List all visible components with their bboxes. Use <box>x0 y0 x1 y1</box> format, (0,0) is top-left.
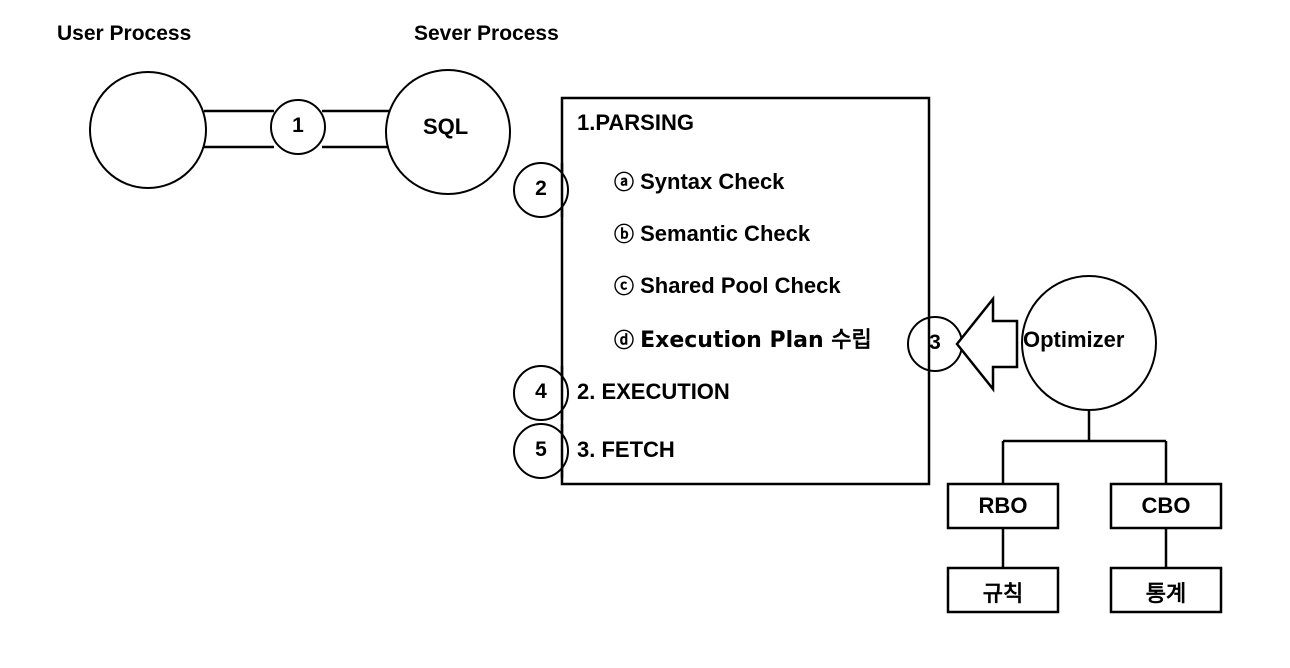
parsing-item-shared-pool-check: ⓒ Shared Pool Check <box>614 270 841 299</box>
rule-box <box>946 566 1060 614</box>
parsing-item-execution-plan: ⓓ Execution Plan 수립 <box>614 322 872 354</box>
step-circle-four <box>513 365 569 421</box>
statistics-box-label: 통계 <box>1145 582 1187 607</box>
parsing-item-syntax-check: ⓐ Syntax Check <box>614 166 784 195</box>
parsing-item-semantic-check-label: Semantic Check <box>640 221 811 246</box>
step-circle-three-label: 3 <box>929 331 941 354</box>
user-process-title: User Process <box>57 22 192 45</box>
optimizer-arrow-icon <box>955 295 1019 393</box>
marker-c-icon: ⓒ <box>614 276 634 298</box>
marker-d-icon: ⓓ <box>614 330 634 352</box>
parsing-item-execution-plan-label: Execution Plan 수립 <box>640 328 872 353</box>
cbo-box-label: CBO <box>1141 493 1191 518</box>
main-process-box <box>560 96 931 486</box>
parsing-item-semantic-check: ⓑ Semantic Check <box>614 218 810 247</box>
step-circle-one-label: 1 <box>292 114 304 137</box>
rbo-box-label: RBO <box>978 493 1028 518</box>
marker-b-icon: ⓑ <box>614 224 634 246</box>
step-circle-five-label: 5 <box>535 438 547 461</box>
marker-a-icon: ⓐ <box>614 172 634 194</box>
step-circle-five <box>513 423 569 479</box>
parsing-heading: 1.PARSING <box>577 110 694 135</box>
sql-circle-label: SQL <box>423 114 469 139</box>
step-circle-two <box>513 162 569 218</box>
step-circle-two-label: 2 <box>535 177 547 200</box>
user-process-circle <box>89 71 207 189</box>
parsing-item-syntax-check-label: Syntax Check <box>640 169 785 194</box>
step-circle-four-label: 4 <box>535 380 547 403</box>
sql-circle <box>385 69 511 195</box>
fetch-heading: 3. FETCH <box>577 437 675 462</box>
execution-heading: 2. EXECUTION <box>577 379 730 404</box>
step-circle-one <box>270 99 326 155</box>
optimizer-circle-label: Optimizer <box>1023 327 1125 352</box>
statistics-box <box>1109 566 1223 614</box>
server-process-title: Sever Process <box>414 22 559 45</box>
parsing-item-shared-pool-check-label: Shared Pool Check <box>640 273 841 298</box>
rule-box-label: 규칙 <box>982 582 1024 607</box>
